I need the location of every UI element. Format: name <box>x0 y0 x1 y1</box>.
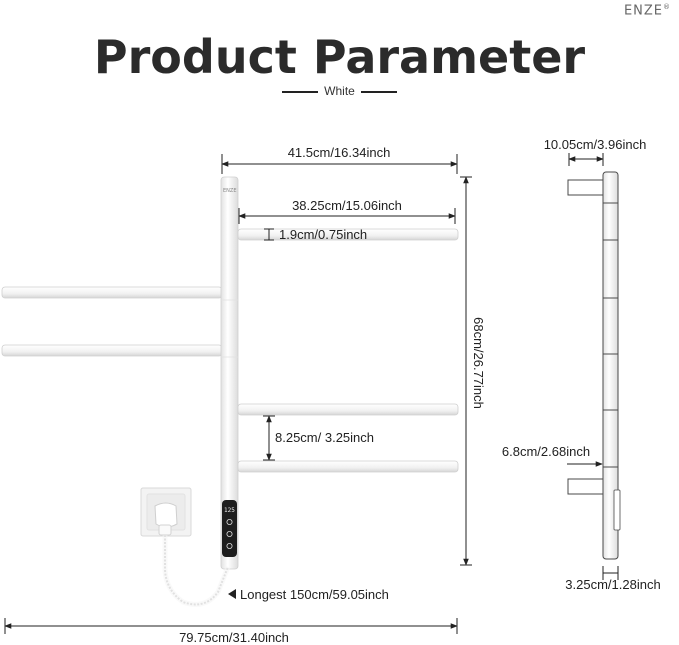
side-view-control <box>613 489 621 531</box>
label-bracket-offset: 6.8cm/2.68inch <box>502 444 590 459</box>
label-depth: 10.05cm/3.96inch <box>544 137 647 152</box>
label-bar-spacing: 8.25cm/ 3.25inch <box>275 430 374 445</box>
timer-button-icon <box>226 531 233 538</box>
label-total-width: 41.5cm/16.34inch <box>288 145 391 160</box>
label-bar-length: 38.25cm/15.06inch <box>292 198 402 213</box>
power-button-icon <box>226 519 233 526</box>
towel-bar-middle <box>237 403 459 416</box>
color-subtitle: White <box>0 84 679 98</box>
mode-button-icon <box>226 543 233 550</box>
label-height: 68cm/26.77inch <box>471 317 486 409</box>
side-view-bracket-top <box>567 179 604 196</box>
display-readout: 125 <box>224 507 235 514</box>
towel-bar-top <box>237 228 459 241</box>
label-cord-length: Longest 150cm/59.05inch <box>240 587 389 602</box>
page-title: Product Parameter <box>93 30 586 84</box>
brand-logo: ENZE® <box>623 3 671 19</box>
control-panel <box>222 500 237 557</box>
side-view-bracket-bottom <box>567 478 604 495</box>
side-view-pole <box>602 171 619 560</box>
swing-bar-upper <box>1 286 223 299</box>
subtitle-line-right <box>360 91 397 93</box>
label-full-span: 79.75cm/31.40inch <box>179 630 289 645</box>
swing-bar-lower <box>1 344 223 357</box>
color-label: White <box>324 84 355 98</box>
cord-pointer-icon <box>228 589 236 599</box>
towel-bar-bottom <box>237 460 459 473</box>
plug-icon <box>154 502 178 528</box>
pole-logo: ENZE <box>223 188 236 194</box>
label-pole-thickness: 3.25cm/1.28inch <box>565 577 660 592</box>
label-bar-diameter: 1.9cm/0.75inch <box>279 227 367 242</box>
subtitle-line-left <box>282 91 319 93</box>
